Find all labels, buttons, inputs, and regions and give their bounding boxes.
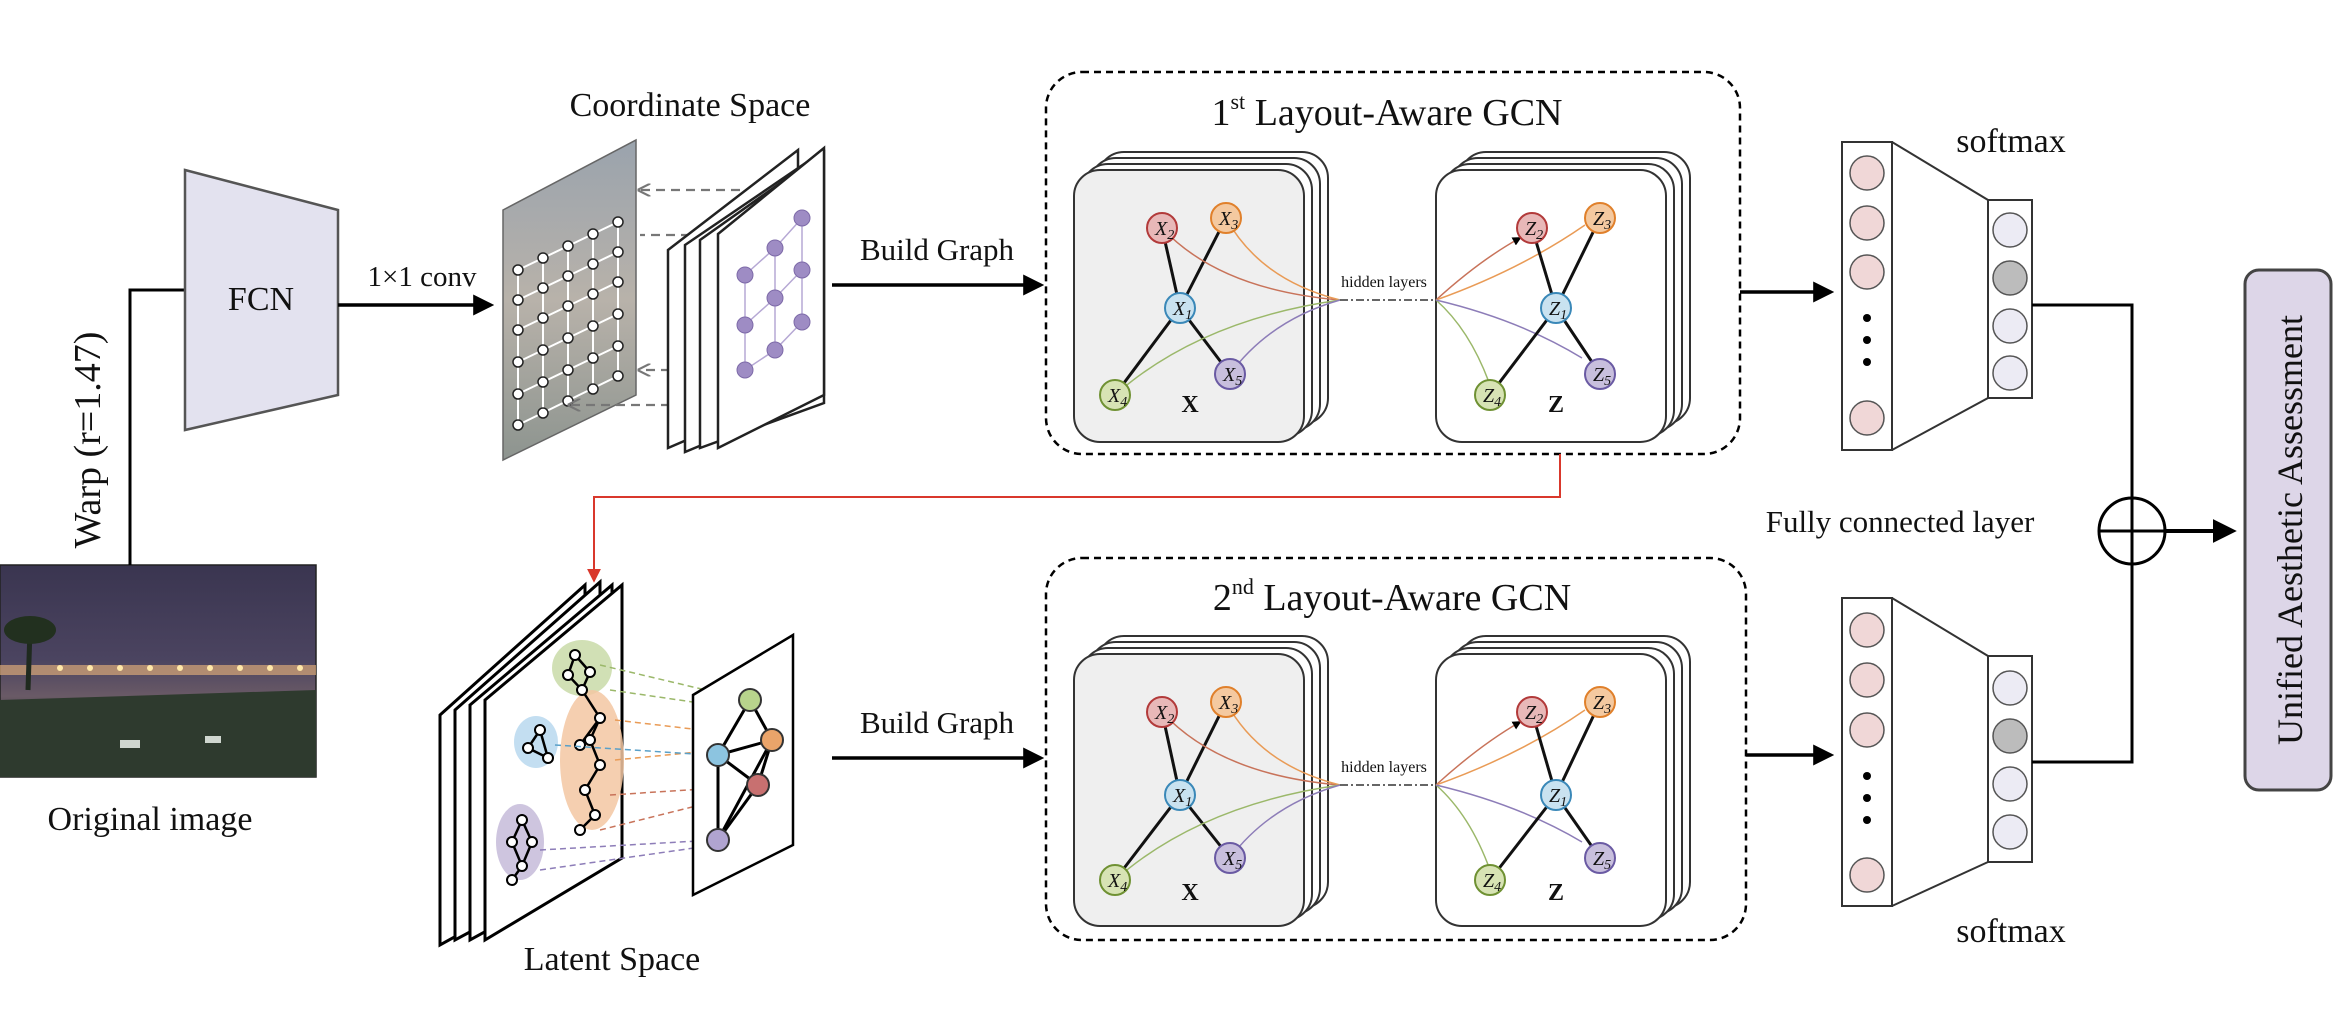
- svg-text:Z1: Z1: [1549, 785, 1567, 810]
- svg-text:X4: X4: [1107, 870, 1127, 895]
- svg-text:Z5: Z5: [1593, 848, 1611, 873]
- latent-cluster-graph: [691, 632, 795, 898]
- coordinate-space-label: Coordinate Space: [570, 87, 811, 124]
- svg-text:Z1: Z1: [1549, 298, 1567, 323]
- red-feedback-arrow: [587, 454, 1561, 583]
- latent-feature-stack: [438, 578, 624, 948]
- svg-text:X: X: [1181, 880, 1199, 906]
- gcn1-input-graph: X2 X3 X1 X4 X5 X: [1073, 151, 1341, 443]
- fcn-block: [183, 168, 340, 432]
- softmax-label-top: softmax: [1956, 123, 2066, 160]
- conv-label: 1×1 conv: [368, 261, 477, 293]
- original-image: [0, 564, 317, 778]
- svg-text:Z3: Z3: [1593, 692, 1611, 717]
- warp-connector: [128, 288, 185, 565]
- svg-text:Z: Z: [1548, 392, 1564, 418]
- svg-text:X2: X2: [1154, 702, 1174, 727]
- gcn2-hidden-label: hidden layers: [1341, 759, 1427, 776]
- svg-text:Z2: Z2: [1525, 702, 1543, 727]
- svg-text:Z4: Z4: [1483, 870, 1501, 895]
- original-image-label: Original image: [48, 801, 253, 838]
- svg-text:Z4: Z4: [1483, 385, 1501, 410]
- gcn2-output-graph: Z2 Z3 Z1 Z4 Z5 Z: [1435, 635, 1691, 927]
- gcn1-title: 1st Layout-Aware GCN: [1212, 89, 1563, 134]
- svg-text:X1: X1: [1172, 298, 1192, 323]
- svg-text:Z5: Z5: [1593, 364, 1611, 389]
- latent-space-label: Latent Space: [524, 941, 701, 978]
- gcn2-box: [1044, 556, 1748, 942]
- svg-text:Z: Z: [1548, 880, 1564, 906]
- gcn1-hidden-label: hidden layers: [1341, 274, 1427, 291]
- fcn-label: FCN: [228, 281, 294, 318]
- svg-text:Z3: Z3: [1593, 208, 1611, 233]
- sum-operator-icon: [2097, 496, 2167, 566]
- softmax-label-bottom: softmax: [1956, 913, 2066, 950]
- svg-text:X1: X1: [1172, 785, 1192, 810]
- gcn2-input-graph: X2 X3 X1 X4 X5 X: [1073, 635, 1341, 927]
- svg-text:X: X: [1181, 392, 1199, 418]
- fc-layer-bottom: [1841, 597, 2033, 907]
- fc-layer-top: [1841, 141, 2033, 451]
- gcn1-output-graph: Z2 Z3 Z1 Z4 Z5 Z: [1435, 151, 1691, 443]
- fusion-lines: [2032, 303, 2134, 764]
- gcn1-box: [1044, 70, 1742, 456]
- build-graph-label-bottom: Build Graph: [860, 705, 1015, 740]
- svg-text:X5: X5: [1222, 364, 1242, 389]
- coordinate-grid-feature-map: [502, 138, 637, 462]
- warp-label: Warp (r=1.47): [67, 332, 109, 549]
- svg-text:X4: X4: [1107, 385, 1127, 410]
- svg-text:X3: X3: [1218, 692, 1238, 717]
- output-box: [2243, 268, 2333, 792]
- svg-text:X5: X5: [1222, 848, 1242, 873]
- fully-connected-label: Fully connected layer: [1766, 504, 2035, 539]
- gcn2-title: 2nd Layout-Aware GCN: [1213, 574, 1571, 619]
- svg-text:Z2: Z2: [1525, 218, 1543, 243]
- svg-text:X2: X2: [1154, 218, 1174, 243]
- output-label: Unified Aesthetic Assessment: [2270, 315, 2310, 745]
- svg-text:X3: X3: [1218, 208, 1238, 233]
- coordinate-feature-stack: [666, 145, 826, 454]
- build-graph-label-top: Build Graph: [860, 232, 1015, 267]
